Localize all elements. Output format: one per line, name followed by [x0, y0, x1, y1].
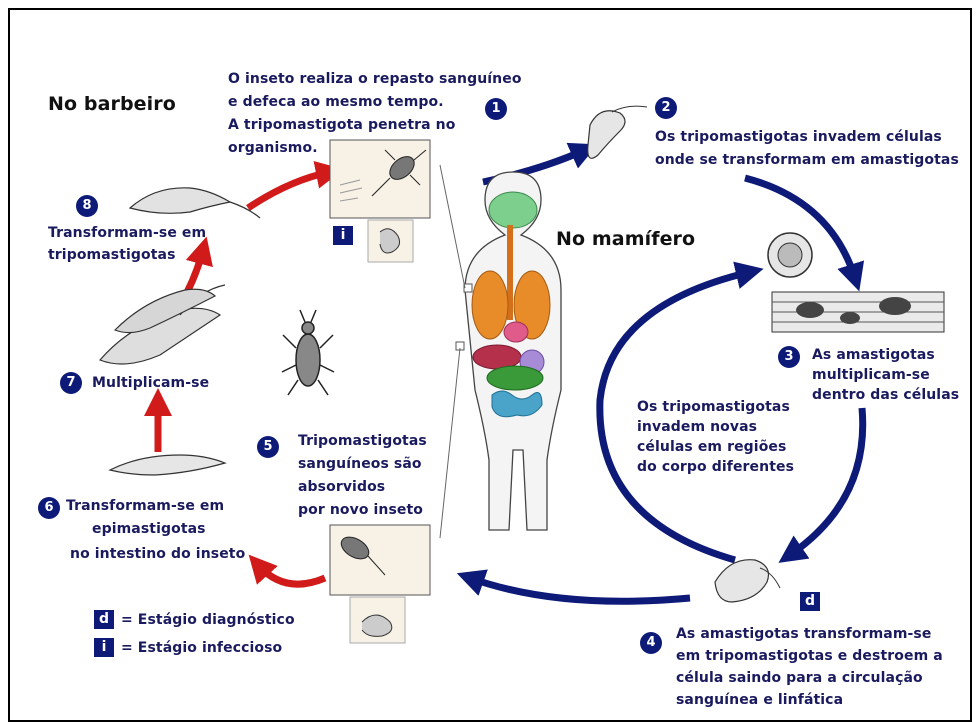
- step-3-line-1: As amastigotas: [812, 346, 935, 364]
- large-intestine-drawing: [487, 366, 543, 390]
- arrow-5-to-6: [258, 565, 325, 584]
- step-4-line-2: em tripomastigotas e destroem a: [676, 647, 943, 665]
- step-6-line-3: no intestino do inseto: [70, 545, 245, 563]
- inner-loop-line-4: do corpo diferentes: [637, 458, 794, 476]
- legend-infective-text: = Estágio infeccioso: [121, 639, 282, 657]
- step-7-line-1: Multiplicam-se: [92, 374, 209, 392]
- step-8-badge: 8: [76, 195, 98, 217]
- arrow-4-to-5: [470, 578, 690, 601]
- liver-drawing: [473, 345, 521, 369]
- bite-panel-top: [330, 140, 430, 218]
- epimastigote-stage6-drawing: [110, 455, 225, 475]
- step-2-line-2: onde se transformam em amastigotas: [655, 151, 959, 169]
- skin-marker-1: [464, 284, 472, 292]
- step-5-line-2: sanguíneos são: [298, 455, 422, 473]
- triatomine-bug-drawing: [282, 310, 334, 395]
- legend-diagnostic-symbol: d: [94, 610, 114, 629]
- diagnostic-stage-marker: d: [800, 592, 820, 611]
- arrow-3-to-4: [790, 408, 863, 555]
- arrow-8-to-1: [248, 172, 330, 208]
- inner-loop-line-2: invadem novas: [637, 418, 757, 436]
- step-7-badge: 7: [60, 372, 82, 394]
- heart-drawing: [504, 322, 528, 342]
- step-5-badge: 5: [257, 436, 279, 458]
- step-1-line-4: organismo.: [228, 139, 318, 157]
- step-2-line-1: Os tripomastigotas invadem células: [655, 128, 942, 146]
- pointer-line-1: [440, 165, 465, 288]
- step-3-badge: 3: [778, 346, 800, 368]
- step-3-line-2: multiplicam-se: [812, 366, 930, 384]
- trypomastigote-stage4-drawing: [715, 560, 769, 602]
- step-5-line-1: Tripomastigotas: [298, 432, 427, 450]
- step-6-badge: 6: [38, 497, 60, 519]
- step-5-line-3: absorvidos: [298, 478, 385, 496]
- step-1-line-1: O inseto realiza o repasto sanguíneo: [228, 70, 522, 88]
- human-body-drawing: [465, 172, 561, 530]
- step-8-line-2: tripomastigotas: [48, 246, 176, 264]
- step-4-line-4: sanguínea e linfática: [676, 691, 843, 709]
- step-1-badge: 1: [485, 98, 507, 120]
- step-1-line-2: e defeca ao mesmo tempo.: [228, 93, 444, 111]
- lung-left-drawing: [472, 271, 508, 339]
- mammal-region-title: No mamífero: [556, 230, 695, 248]
- arrow-inner-loop: [600, 272, 750, 560]
- step-1-line-3: A tripomastigota penetra no: [228, 116, 455, 134]
- infective-stage-marker: i: [333, 226, 353, 245]
- tissue-amastigotes-drawing: [772, 292, 944, 332]
- step-6-line-1: Transformam-se em: [66, 497, 224, 515]
- step-3-line-3: dentro das células: [812, 386, 959, 404]
- pointer-line-2: [440, 348, 460, 538]
- step-8-line-1: Transformam-se em: [48, 224, 206, 242]
- bite-panel-bottom: [330, 525, 430, 595]
- insect-region-title: No barbeiro: [48, 95, 176, 113]
- step-4-line-3: célula saindo para a circulação: [676, 669, 923, 687]
- legend-diagnostic-text: = Estágio diagnóstico: [121, 611, 295, 629]
- inner-loop-line-1: Os tripomastigotas: [637, 398, 790, 416]
- step-4-line-1: As amastigotas transformam-se: [676, 625, 931, 643]
- trypomastigote-stage8-drawing: [130, 188, 230, 214]
- inner-loop-line-3: células em regiões: [637, 438, 786, 456]
- brain-drawing: [489, 192, 537, 228]
- step-5-line-4: por novo inseto: [298, 501, 423, 519]
- step-4-badge: 4: [640, 632, 662, 654]
- step-2-badge: 2: [655, 97, 677, 119]
- step-6-line-2: epimastigotas: [92, 520, 206, 538]
- legend-infective-symbol: i: [94, 638, 114, 657]
- trypomastigote-stage2-drawing: [588, 111, 625, 159]
